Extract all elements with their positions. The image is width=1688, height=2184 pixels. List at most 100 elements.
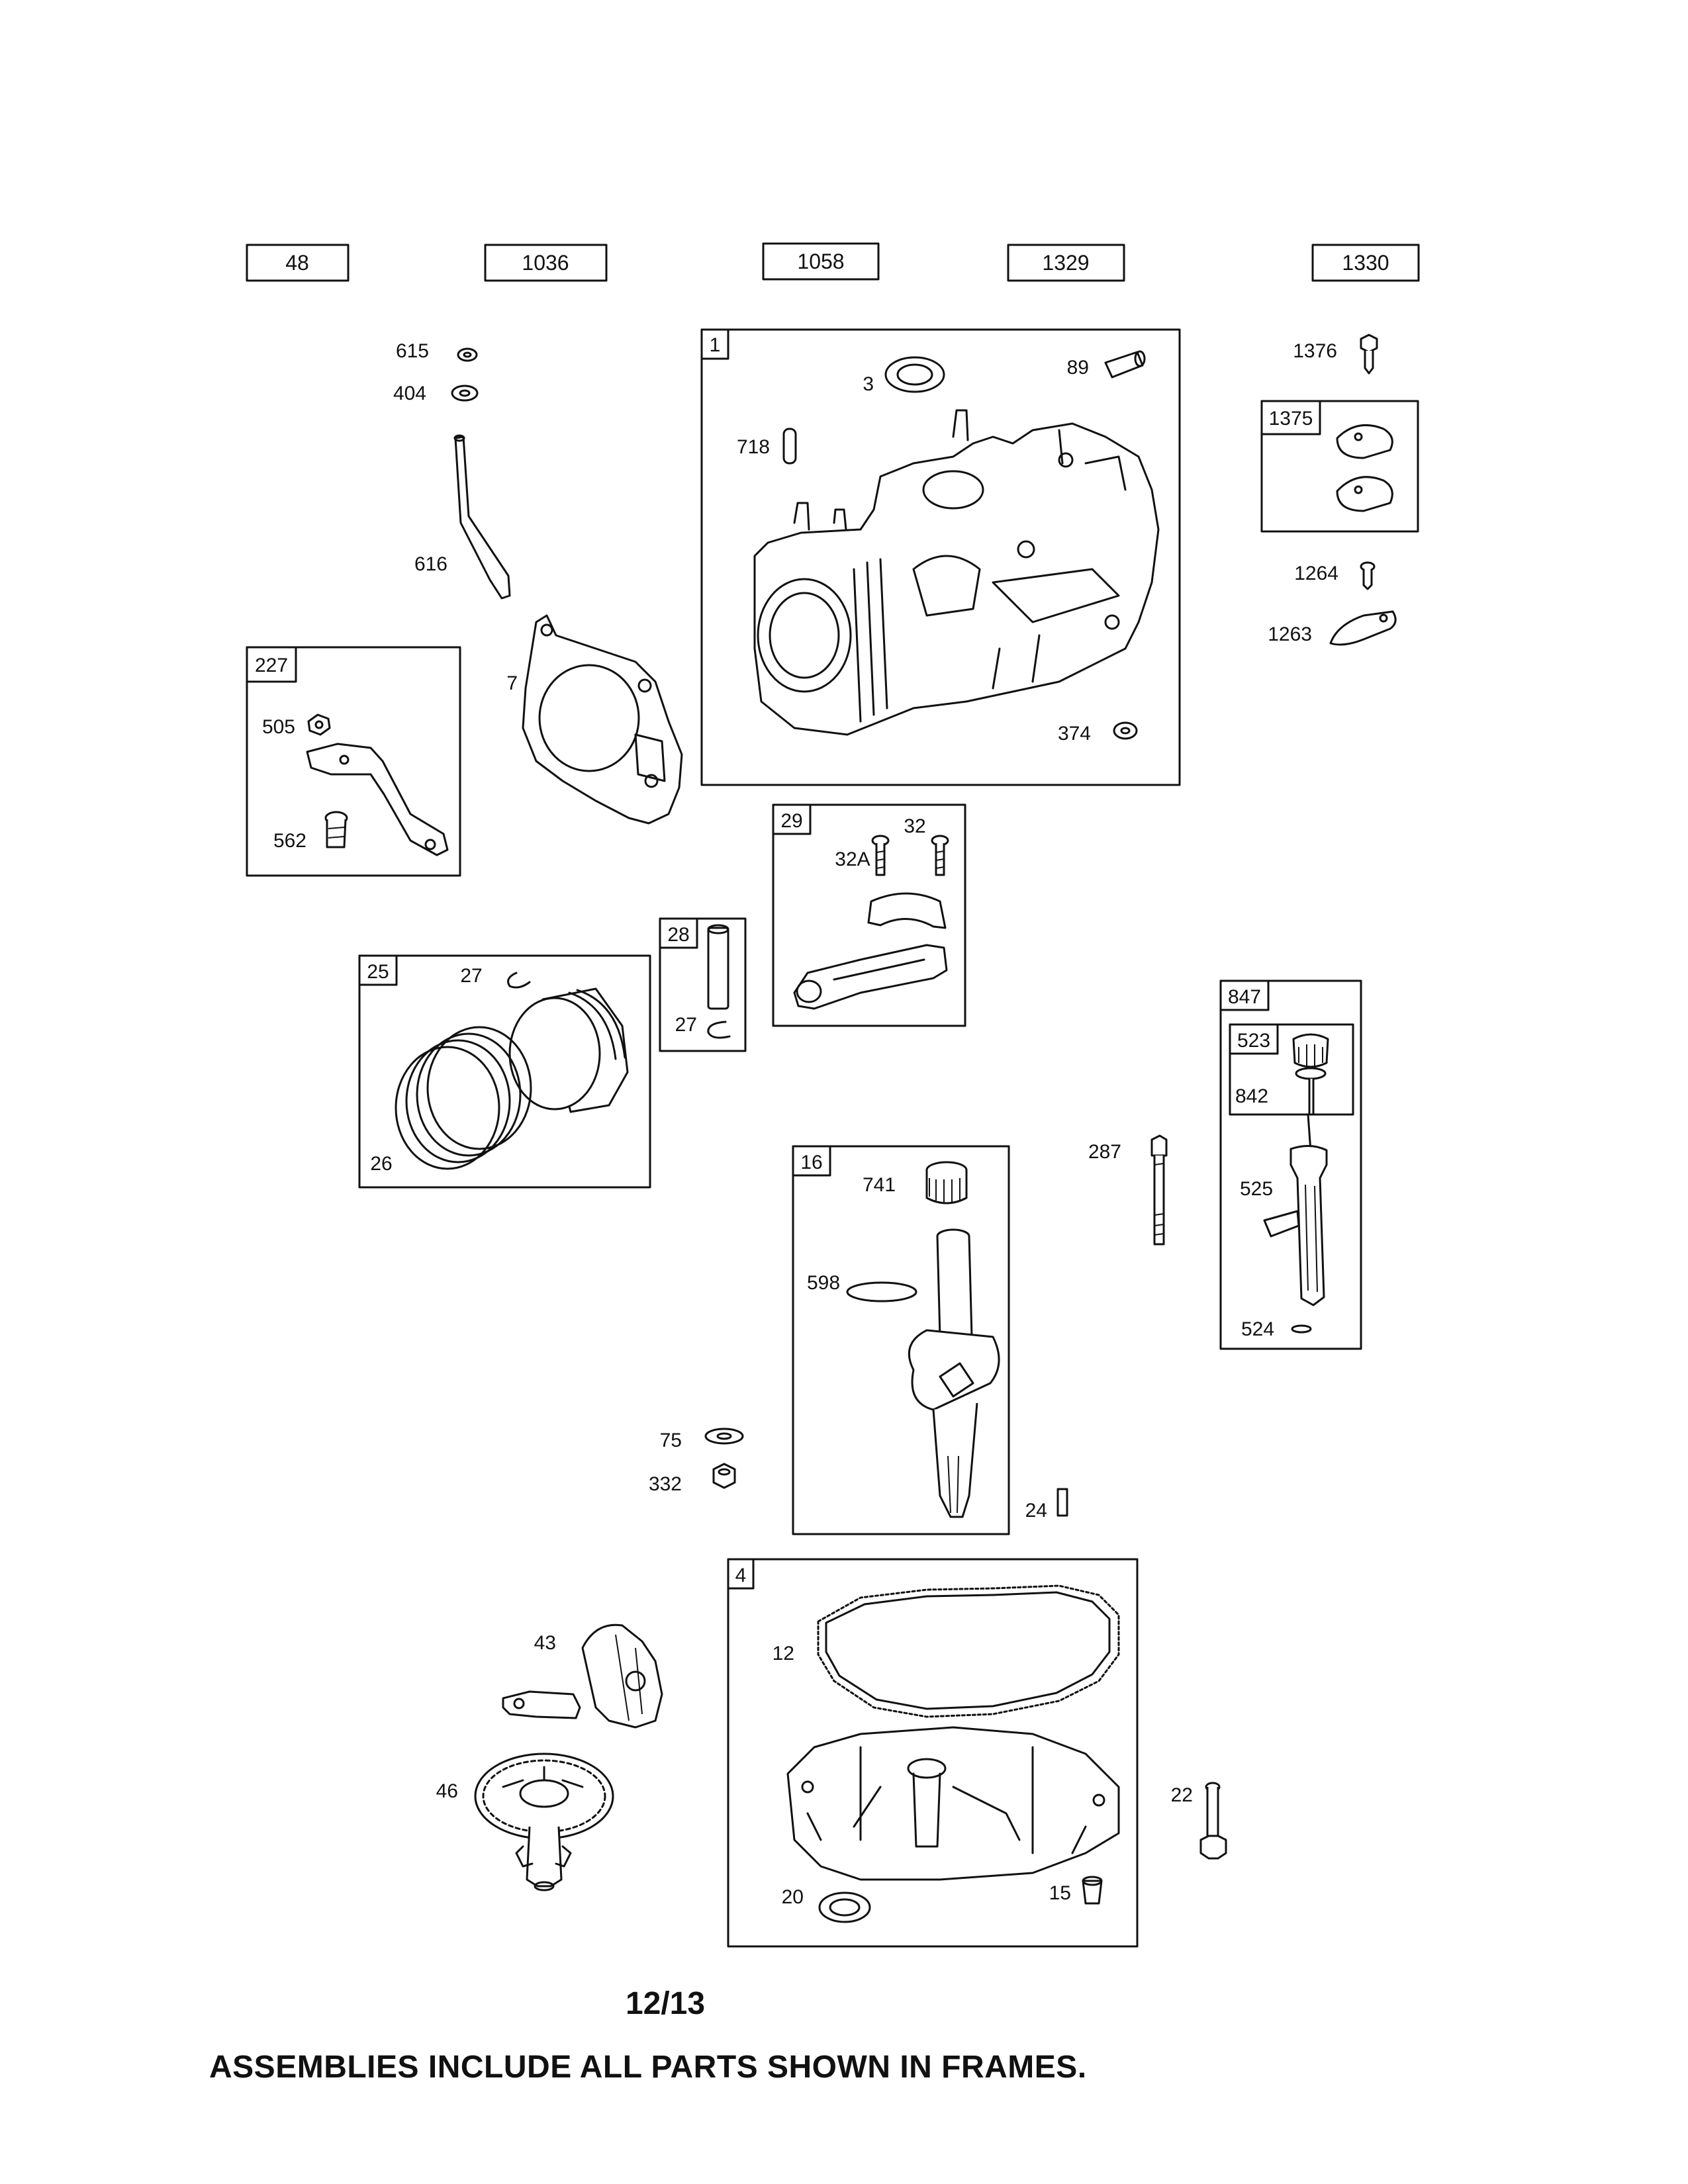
part-12-sump-gasket	[817, 1584, 1120, 1718]
part-20-oil-seal	[818, 1891, 871, 1923]
label-524: 524	[1241, 1318, 1274, 1340]
label-7: 7	[506, 672, 518, 694]
header-box-1330: 1330	[1311, 244, 1420, 282]
frame-4: 4	[727, 1558, 1139, 1948]
label-20: 20	[782, 1886, 804, 1908]
part-1376-screw	[1360, 334, 1378, 375]
label-15: 15	[1049, 1882, 1071, 1904]
frame-28: 28	[659, 917, 747, 1052]
part-27-retaining-ring-pin	[707, 1021, 731, 1039]
part-741-crank-gear	[925, 1161, 968, 1205]
part-4-sump-cover	[786, 1726, 1120, 1881]
part-562-screw	[324, 811, 348, 848]
header-box-48: 48	[246, 244, 350, 282]
header-box-1058: 1058	[762, 242, 880, 281]
part-615-nut	[457, 347, 478, 362]
frame-847: 847	[1219, 979, 1362, 1350]
frame-1: 1	[700, 328, 1181, 786]
svg-text:1058: 1058	[797, 250, 844, 273]
part-27-retaining-ring-piston	[507, 972, 531, 989]
svg-text:523: 523	[1237, 1030, 1270, 1052]
part-46-camshaft-gear	[474, 1752, 614, 1891]
part-523-dipstick-cap	[1292, 1033, 1329, 1116]
label-75: 75	[660, 1430, 682, 1451]
frame-227: 227	[246, 646, 461, 877]
label-505: 505	[262, 716, 295, 738]
part-16-crankshaft	[908, 1228, 1000, 1518]
frame-25: 25	[358, 954, 651, 1189]
label-741: 741	[863, 1174, 896, 1196]
label-616: 616	[414, 553, 447, 575]
label-332: 332	[649, 1473, 682, 1495]
part-7-head-gasket	[522, 614, 683, 825]
part-25-piston	[508, 987, 629, 1113]
part-1375-cover-plate-lower	[1336, 476, 1393, 512]
svg-text:48: 48	[285, 251, 309, 275]
label-22: 22	[1171, 1784, 1193, 1806]
part-43-governor-assembly	[502, 1623, 663, 1729]
label-1264: 1264	[1294, 563, 1338, 584]
svg-text:1375: 1375	[1269, 408, 1313, 430]
label-3: 3	[863, 373, 874, 395]
label-89: 89	[1067, 357, 1089, 379]
part-26-piston-rings	[395, 1026, 532, 1170]
label-287: 287	[1088, 1141, 1121, 1163]
part-404-washer	[451, 385, 479, 402]
svg-text:4: 4	[735, 1565, 747, 1586]
page-number: 12/13	[625, 1986, 706, 2021]
label-24: 24	[1025, 1500, 1047, 1522]
part-3-oil-seal	[884, 356, 945, 393]
part-616-governor-shaft	[453, 434, 511, 600]
label-32: 32	[904, 815, 925, 837]
svg-text:847: 847	[1228, 986, 1261, 1008]
svg-text:28: 28	[667, 924, 689, 946]
label-46: 46	[436, 1780, 458, 1802]
label-27-pin-frame: 27	[675, 1014, 697, 1036]
svg-text:1036: 1036	[522, 251, 569, 275]
frame-16: 16	[792, 1145, 1010, 1535]
assemblies-note: ASSEMBLIES INCLUDE ALL PARTS SHOWN IN FR…	[209, 2050, 1087, 2085]
svg-text:1330: 1330	[1342, 251, 1389, 275]
part-89-guide	[1104, 350, 1146, 379]
part-525-dipstick-tube	[1263, 1113, 1328, 1306]
label-27-piston-frame: 27	[460, 965, 482, 987]
label-598: 598	[807, 1272, 840, 1294]
label-32A: 32A	[835, 848, 870, 870]
part-29-connecting-rod	[793, 892, 948, 1010]
frame-1375: 1375	[1260, 400, 1419, 533]
label-718: 718	[737, 436, 770, 458]
label-43: 43	[534, 1632, 556, 1654]
part-524-o-ring	[1291, 1324, 1312, 1334]
part-1375-cover-plate-upper	[1336, 424, 1393, 459]
label-842: 842	[1235, 1085, 1268, 1107]
label-615: 615	[396, 340, 429, 362]
svg-text:29: 29	[780, 810, 802, 832]
header-box-1036: 1036	[484, 244, 608, 282]
svg-text:227: 227	[255, 655, 288, 676]
frame-523: 523	[1229, 1023, 1354, 1116]
part-22-bolt	[1199, 1782, 1227, 1860]
part-15-plug	[1082, 1876, 1103, 1905]
part-1264-screw	[1360, 561, 1376, 590]
frame-29: 29	[772, 803, 966, 1027]
part-374-washer	[1113, 721, 1138, 740]
part-1263-plate	[1329, 610, 1397, 646]
label-1263: 1263	[1268, 623, 1312, 645]
part-505-nut	[307, 713, 331, 736]
label-562: 562	[273, 830, 306, 852]
label-26: 26	[370, 1153, 392, 1175]
part-28-piston-pin	[707, 924, 729, 1010]
label-1376: 1376	[1293, 340, 1337, 362]
part-332-nut	[712, 1463, 736, 1489]
svg-text:1329: 1329	[1042, 251, 1089, 275]
svg-text:16: 16	[800, 1152, 822, 1173]
part-24-key	[1056, 1488, 1068, 1517]
label-404: 404	[393, 383, 426, 404]
part-75-washer	[704, 1428, 744, 1445]
label-12: 12	[773, 1643, 794, 1664]
svg-text:25: 25	[367, 961, 389, 983]
label-525: 525	[1240, 1178, 1273, 1200]
part-718-dowel-pin	[782, 428, 797, 465]
part-32A-bolt	[871, 835, 890, 876]
